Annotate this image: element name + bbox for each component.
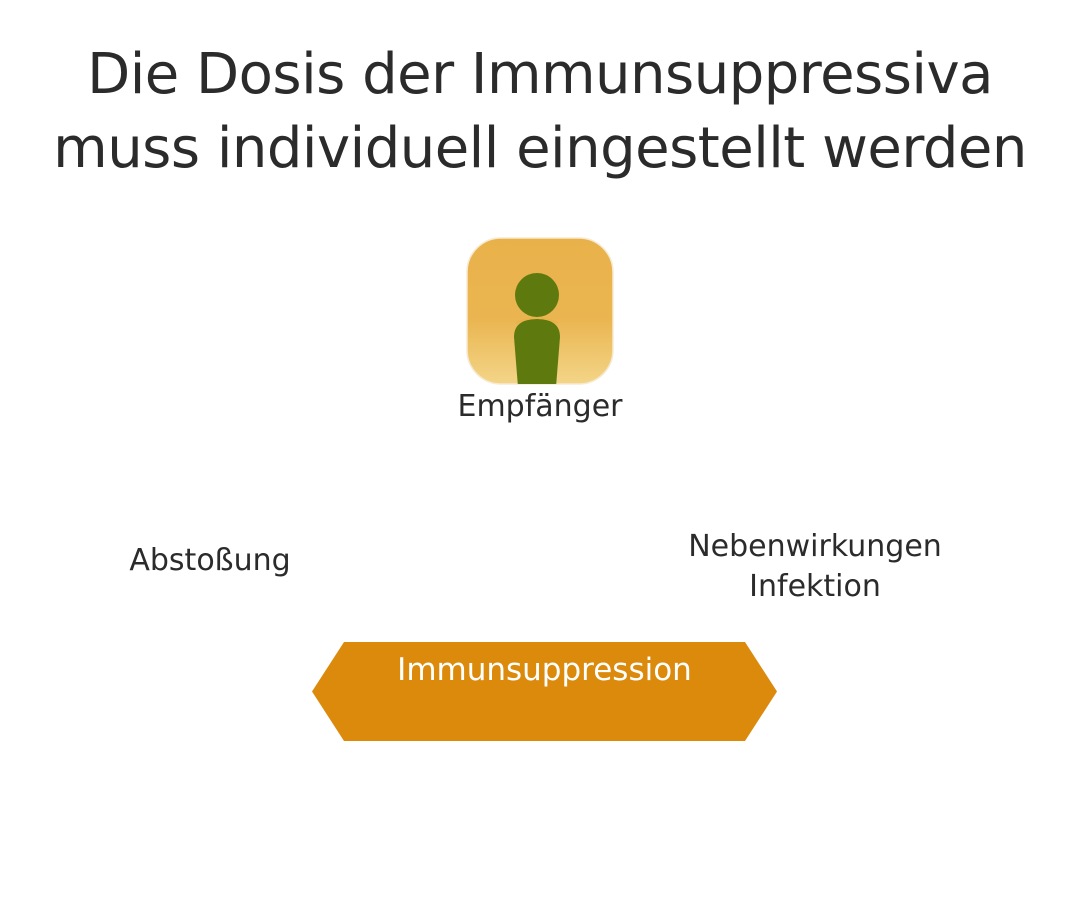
recipient-label: Empfänger (457, 389, 623, 424)
recipient-block: Empfänger (440, 237, 640, 427)
side-effects-label: Nebenwirkungen Infektion (650, 527, 980, 607)
immunosuppression-bar: Immunsuppression (312, 642, 777, 741)
title-line-1: Die Dosis der Immunsuppressiva (87, 42, 993, 107)
infection-line: Infektion (749, 569, 881, 604)
immunosuppression-label: Immunsuppression (397, 652, 692, 688)
title-line-2: muss individuell eingestellt werden (53, 116, 1027, 181)
side-effects-line: Nebenwirkungen (688, 529, 942, 564)
person-icon (466, 237, 614, 385)
slide-title: Die Dosis der Immunsuppressiva muss indi… (0, 38, 1080, 186)
rejection-label: Abstoßung (129, 543, 291, 578)
hexagon-arrow-shape (312, 642, 777, 741)
